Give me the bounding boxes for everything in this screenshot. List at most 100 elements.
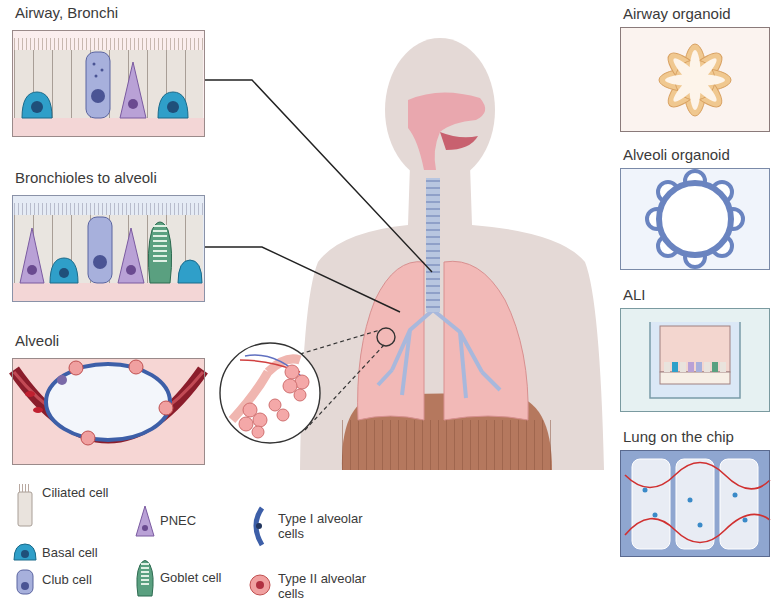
ali-illustration xyxy=(712,362,718,372)
lung-chip-illustration xyxy=(625,463,770,543)
legend-icon xyxy=(142,525,148,531)
epithelium-illustration xyxy=(12,283,205,302)
airway-organoid-illustration xyxy=(670,55,721,106)
trachea xyxy=(426,178,440,312)
alveolus-illustration xyxy=(159,401,173,415)
airway-organoid-illustration xyxy=(661,46,729,114)
zoom-callout xyxy=(269,399,281,411)
panel-heading: Airway, Bronchi xyxy=(15,4,118,21)
epithelium-illustration xyxy=(118,228,144,283)
model-panel: Airway organoid xyxy=(620,27,770,132)
panel-heading: Airway organoid xyxy=(623,5,731,22)
body-silhouette xyxy=(300,165,604,470)
legend-icon xyxy=(256,508,262,545)
leader-line xyxy=(205,80,432,272)
epithelium-illustration xyxy=(12,30,205,137)
epithelium-illustration xyxy=(91,89,105,103)
epithelium-illustration xyxy=(12,118,205,137)
ali-illustration xyxy=(620,308,770,412)
ali-illustration xyxy=(664,362,670,372)
alveolus-illustration xyxy=(69,360,173,445)
lungs xyxy=(378,310,500,398)
nasal-cavity xyxy=(440,132,478,150)
tissue-panel: Airway, Bronchi xyxy=(12,30,205,137)
epithelium-illustration xyxy=(14,50,203,118)
zoom-callout xyxy=(253,413,267,427)
model-panel: Alveoli organoid xyxy=(620,168,770,270)
epithelium-illustration xyxy=(128,99,138,109)
alveoli-organoid-illustration xyxy=(647,171,743,267)
lung-chip-illustration xyxy=(643,488,648,493)
trachea xyxy=(426,178,440,312)
airway-organoid-illustration xyxy=(665,50,725,110)
ali-illustration xyxy=(696,362,702,372)
body-silhouette xyxy=(385,38,495,182)
epithelium-illustration xyxy=(153,225,167,262)
epithelium-illustration xyxy=(12,195,205,302)
panel-heading: Alveoli xyxy=(15,332,59,349)
zoom-callout xyxy=(300,330,380,354)
epithelium-illustration xyxy=(167,101,179,113)
airway-organoid-illustration xyxy=(661,46,729,114)
legend-icon xyxy=(136,506,154,536)
ali-illustration xyxy=(660,372,730,384)
lung-chip-illustration xyxy=(632,459,670,549)
airway-organoid-illustration xyxy=(659,44,731,116)
trachea xyxy=(426,180,440,310)
alveolus-illustration xyxy=(12,358,205,465)
panel-heading: Bronchioles to alveoli xyxy=(15,169,157,186)
ali-illustration xyxy=(720,362,726,372)
zoom-callout xyxy=(294,389,306,401)
lungs xyxy=(444,261,528,420)
legend-icon xyxy=(256,523,262,529)
epithelium-illustration xyxy=(86,52,110,118)
legend-icon xyxy=(14,488,270,596)
lungs xyxy=(358,261,529,420)
epithelium-illustration xyxy=(22,92,52,118)
legend-icon xyxy=(256,581,264,589)
epithelium-illustration xyxy=(27,265,37,275)
lung-chip-illustration xyxy=(698,523,703,528)
zoom-callout xyxy=(220,343,320,443)
alveoli-organoid-illustration xyxy=(659,183,731,255)
legend-icon xyxy=(21,582,29,590)
leader-line xyxy=(205,247,400,312)
airway-organoid-illustration xyxy=(620,27,770,132)
panel-heading: Lung on the chip xyxy=(623,428,734,445)
ali-illustration xyxy=(688,362,694,372)
lung-chip-illustration xyxy=(720,459,758,549)
epithelium-illustration xyxy=(101,69,104,72)
alveoli-organoid-illustration xyxy=(664,188,726,250)
tissue-panel: Alveoli xyxy=(12,358,205,465)
alveolus-illustration xyxy=(69,361,83,375)
legend-text: Club cell xyxy=(42,572,137,587)
alveolus-illustration xyxy=(81,431,95,445)
epithelium-illustration xyxy=(178,260,202,283)
epithelium-illustration xyxy=(14,215,203,283)
epithelium-illustration xyxy=(95,75,98,78)
airway-organoid-illustration xyxy=(620,27,770,132)
epithelium-illustration xyxy=(14,50,203,118)
lung-chip-illustration xyxy=(733,493,738,498)
zoom-callout xyxy=(245,355,305,380)
legend-text: PNEC xyxy=(160,513,250,528)
zoom-callout xyxy=(283,379,297,393)
legend-text: Basal cell xyxy=(42,545,137,560)
legend-icon xyxy=(18,492,32,526)
ali-illustration xyxy=(650,322,740,398)
ali-illustration xyxy=(704,362,710,372)
alveolus-illustration xyxy=(33,407,43,413)
alveoli-organoid-illustration xyxy=(620,168,770,270)
panel-heading: ALI xyxy=(623,286,646,303)
epithelium-illustration xyxy=(88,217,112,283)
zoom-callout xyxy=(239,365,309,438)
legend-text: Type I alveolar cells xyxy=(278,511,370,541)
airway-organoid-illustration xyxy=(681,66,709,94)
epithelium-illustration xyxy=(120,62,146,118)
legend-icon xyxy=(21,550,29,558)
epithelium-illustration xyxy=(59,268,69,278)
epithelium-illustration xyxy=(93,63,96,66)
lung-chip-illustration xyxy=(643,488,748,528)
zoom-callout xyxy=(377,328,395,346)
